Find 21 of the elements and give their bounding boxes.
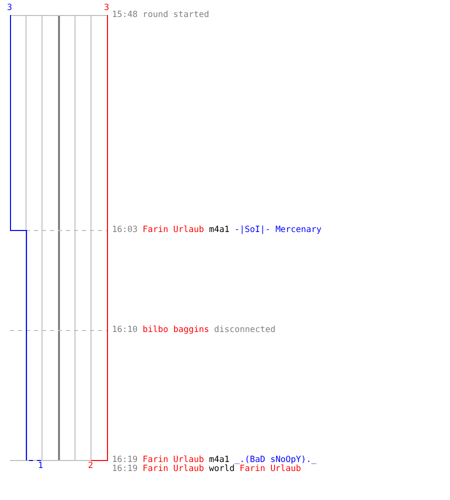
score-number: 3: [7, 4, 12, 13]
log-text: _.(BaD sNoOpY)._: [234, 456, 316, 465]
log-text: 16:10: [112, 326, 138, 335]
log-text: bilbo baggins: [142, 326, 210, 335]
log-text: disconnected: [214, 326, 276, 335]
log-text: 16:19: [112, 456, 138, 465]
log-text: world: [209, 465, 235, 474]
log-text: Farin Urlaub: [142, 465, 204, 474]
log-text: -|SoI|- Mercenary: [234, 226, 322, 235]
score-number: 2: [88, 462, 94, 471]
log-text: Farin Urlaub: [142, 456, 204, 465]
log-text: m4a1: [209, 456, 230, 465]
log-text: Farin Urlaub: [240, 465, 302, 474]
log-text: Farin Urlaub: [142, 226, 204, 235]
score-number: 1: [38, 462, 44, 471]
log-text: 16:19: [112, 465, 138, 474]
log-text: round started: [142, 11, 210, 20]
score-number: 3: [104, 4, 110, 13]
log-text: 16:03: [112, 226, 138, 235]
log-text: 15:48: [112, 11, 138, 20]
log-text: m4a1: [209, 226, 230, 235]
